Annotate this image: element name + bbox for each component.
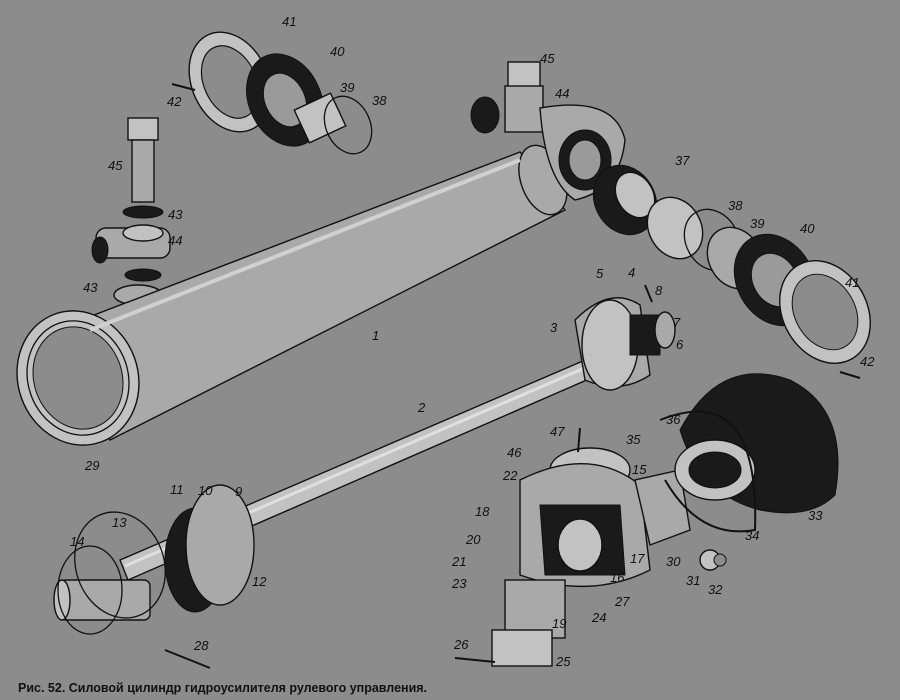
callout-label: 37 xyxy=(675,153,690,168)
callout-label: 40 xyxy=(800,221,815,236)
callout-label: 16 xyxy=(610,570,625,585)
figure-caption: Рис. 52. Силовой цилиндр гидроусилителя … xyxy=(18,681,428,695)
callout-label: 24 xyxy=(591,610,606,625)
callout-label: 21 xyxy=(451,554,466,569)
callout-label: 36 xyxy=(666,412,681,427)
callout-label: 9 xyxy=(235,484,242,499)
callout-label: 31 xyxy=(686,573,700,588)
callout-label: 3 xyxy=(550,320,558,335)
callout-label: 14 xyxy=(70,534,84,549)
callout-label: 46 xyxy=(507,445,522,460)
ball-joint-assembly xyxy=(454,427,727,667)
callout-label: 39 xyxy=(340,80,354,95)
callout-label: 40 xyxy=(330,44,345,59)
rod-piston-assembly xyxy=(574,284,676,391)
callout-label: 22 xyxy=(502,468,518,483)
callout-label: 6 xyxy=(676,337,684,352)
callout-label: 25 xyxy=(555,654,571,669)
callout-label: 45 xyxy=(108,158,123,173)
callout-label: 15 xyxy=(632,462,647,477)
left-banjo-fitting xyxy=(91,117,171,306)
protective-boot xyxy=(659,373,839,533)
callout-label: 42 xyxy=(860,354,875,369)
callout-label: 12 xyxy=(252,574,267,589)
callout-label: 44 xyxy=(555,86,569,101)
threaded-rod-end xyxy=(53,484,255,669)
callout-label: 27 xyxy=(614,594,630,609)
callout-label: 10 xyxy=(198,483,213,498)
callout-label: 4 xyxy=(628,265,635,280)
callout-label: 17 xyxy=(630,551,645,566)
callout-label: 23 xyxy=(451,576,467,591)
callout-label: 38 xyxy=(372,93,387,108)
callout-label: 45 xyxy=(540,51,555,66)
callout-label: 43 xyxy=(168,207,183,222)
callout-label: 18 xyxy=(475,504,490,519)
callout-label: 33 xyxy=(808,508,823,523)
callout-label: 43 xyxy=(83,280,98,295)
callout-label: 41 xyxy=(282,14,296,29)
callout-label: 13 xyxy=(112,515,127,530)
callout-label: 39 xyxy=(750,216,764,231)
callout-label: 30 xyxy=(666,554,681,569)
right-seal-assembly xyxy=(592,164,871,379)
top-flange-assembly xyxy=(171,31,373,155)
callout-label: 26 xyxy=(453,637,469,652)
callout-label: 7 xyxy=(673,315,681,330)
callout-label: 35 xyxy=(626,432,641,447)
callout-label: 11 xyxy=(170,482,184,497)
callout-label: 1 xyxy=(372,328,379,343)
callout-label: 42 xyxy=(167,94,182,109)
callout-label: 28 xyxy=(193,638,209,653)
callout-label: 47 xyxy=(550,424,565,439)
callout-label: 44 xyxy=(168,233,182,248)
callout-label: 34 xyxy=(745,528,759,543)
callout-label: 41 xyxy=(845,275,859,290)
callout-labels: 41 40 39 38 42 45 45 44 43 44 43 1 37 38… xyxy=(70,14,875,669)
callout-label: 20 xyxy=(465,532,481,547)
callout-label: 5 xyxy=(596,266,604,281)
callout-label: 2 xyxy=(417,400,426,415)
callout-label: 19 xyxy=(552,616,566,631)
callout-label: 29 xyxy=(84,458,99,473)
callout-label: 38 xyxy=(728,198,743,213)
callout-label: 32 xyxy=(708,582,723,597)
callout-label: 8 xyxy=(655,283,663,298)
